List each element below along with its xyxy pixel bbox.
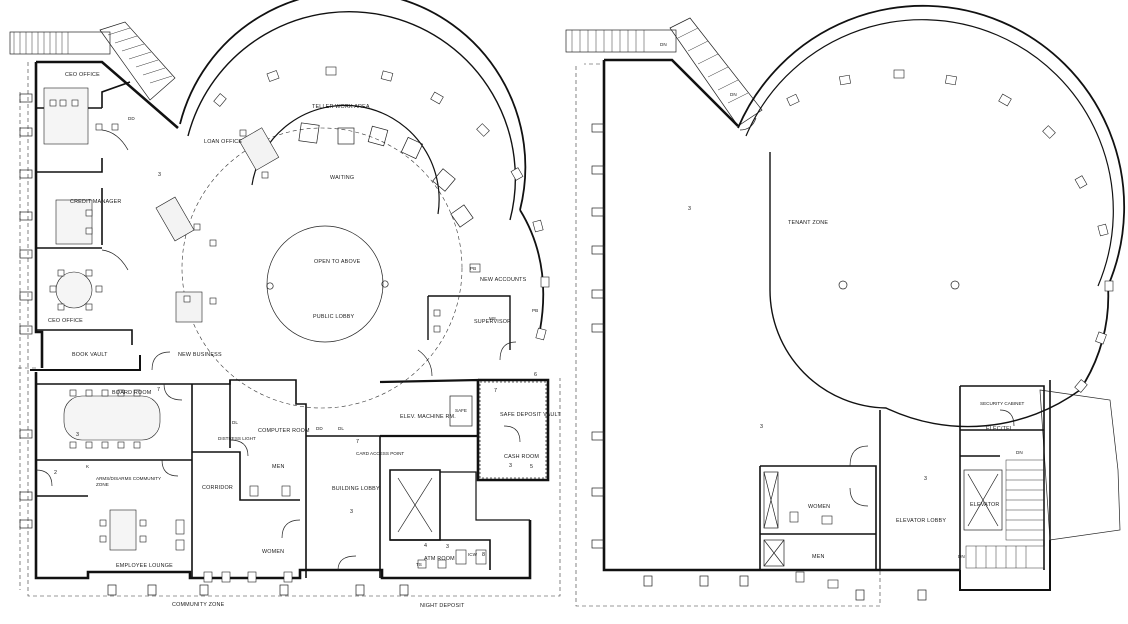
tag-icw: ICW: [468, 552, 478, 557]
tag-pb-1: PB: [470, 266, 476, 271]
room-loan-office: LOAN OFFICE: [204, 139, 242, 145]
room-open-to-above: OPEN TO ABOVE: [314, 259, 361, 265]
tag-safe: SAFE: [455, 408, 467, 413]
tag-pb-2: PB: [532, 308, 538, 313]
zone-3-upper-b: 3: [760, 424, 763, 430]
room-new-business: NEW BUSINESS: [178, 352, 222, 358]
zone-6: 6: [534, 372, 537, 378]
tag-dd-2: DD: [316, 426, 323, 431]
room-women-upper: WOMEN: [808, 504, 830, 510]
room-credit-manager: CREDIT MANAGER: [70, 199, 122, 205]
tag-k: K: [86, 464, 90, 469]
room-ceo-office-top: CEO OFFICE: [65, 72, 100, 78]
room-security-cabinet: SECURITY CABINET: [980, 401, 1025, 406]
ground-labels: CEO OFFICE LOAN OFFICE TELLER WORK AREA …: [48, 72, 561, 609]
room-elec-tel: ELEC/TEL.: [986, 426, 1015, 432]
room-supervisor: SUPERVISOR: [474, 319, 511, 325]
room-safe-deposit-vault: SAFE DEPOSIT VAULT: [500, 412, 561, 418]
tag-dn-3: DN: [1016, 450, 1023, 455]
tag-dd-1: DD: [128, 116, 135, 121]
label-zone: ZONE: [96, 482, 109, 487]
zone-3-a: 3: [158, 172, 161, 178]
zone-3-upper-c: 3: [924, 476, 927, 482]
room-new-accounts: NEW ACCOUNTS: [480, 277, 527, 283]
room-corridor: CORRIDOR: [202, 485, 233, 491]
chairs: [49, 99, 481, 543]
room-book-vault: BOOK VAULT: [72, 352, 108, 358]
tag-dn-4: DN: [958, 554, 965, 559]
zone-8: 8: [482, 552, 485, 558]
rotunda: [179, 0, 550, 409]
ground-floor-plan: [9, 0, 561, 597]
label-night-deposit: NIGHT DEPOSIT: [420, 603, 465, 609]
room-computer-room: COMPUTER ROOM: [258, 428, 310, 434]
room-employee-lounge: EMPLOYEE LOUNGE: [116, 563, 173, 569]
upper-floor-plan: [565, 4, 1126, 607]
zone-2: 2: [54, 470, 57, 476]
zone-7-c: 7: [494, 388, 497, 394]
tag-dn-1: DN: [660, 42, 667, 47]
room-waiting: WAITING: [330, 175, 354, 181]
upper-labels: TENANT ZONE SECURITY CABINET ELEC/TEL. W…: [660, 42, 1025, 560]
room-men-upper: MEN: [812, 554, 825, 560]
zone-3-c: 3: [350, 509, 353, 515]
room-women-ground: WOMEN: [262, 549, 284, 555]
room-atm-room: ATM ROOM: [424, 556, 455, 562]
label-arms-disarms: ARMS/DISARMS COMMUNITY: [96, 476, 161, 481]
label-card-access-point: CARD ACCESS POINT: [356, 451, 404, 456]
zone-7-b: 7: [356, 439, 359, 445]
label-distress-light: DISTRESS LIGHT: [218, 436, 256, 441]
tag-dn-2: DN: [730, 92, 737, 97]
room-tenant-zone: TENANT ZONE: [788, 220, 828, 226]
zone-3-e: 3: [446, 544, 449, 550]
tag-ms: MS: [489, 316, 496, 321]
tag-dl-2: DL: [338, 426, 344, 431]
zone-5: 5: [530, 464, 533, 470]
ground-window-ticks: [19, 93, 409, 596]
room-ceo-office-bottom: CEO OFFICE: [48, 318, 83, 324]
label-community-zone: COMMUNITY ZONE: [172, 602, 225, 608]
zone-7-a: 7: [157, 387, 160, 393]
room-board-room: BOARD ROOM: [112, 390, 152, 396]
room-elev-machine-rm: ELEV. MACHINE RM.: [400, 414, 456, 420]
room-elevator: ELEVATOR: [970, 502, 999, 508]
ground-stair-top: [9, 21, 176, 101]
room-men-ground: MEN: [272, 464, 285, 470]
room-public-lobby: PUBLIC LOBBY: [313, 314, 355, 320]
zone-3-d: 3: [509, 463, 512, 469]
tag-dl-1: DL: [232, 420, 238, 425]
room-cash-room: CASH ROOM: [504, 454, 539, 460]
room-elevator-lobby: ELEVATOR LOBBY: [896, 518, 946, 524]
room-teller-work-area: TELLER WORK AREA: [312, 104, 370, 110]
room-building-lobby: BUILDING LOBBY: [332, 486, 380, 492]
zone-3-b: 3: [76, 432, 79, 438]
zone-4: 4: [424, 543, 427, 549]
zone-3-upper-a: 3: [688, 206, 691, 212]
tag-ts-1: TS: [416, 562, 422, 567]
